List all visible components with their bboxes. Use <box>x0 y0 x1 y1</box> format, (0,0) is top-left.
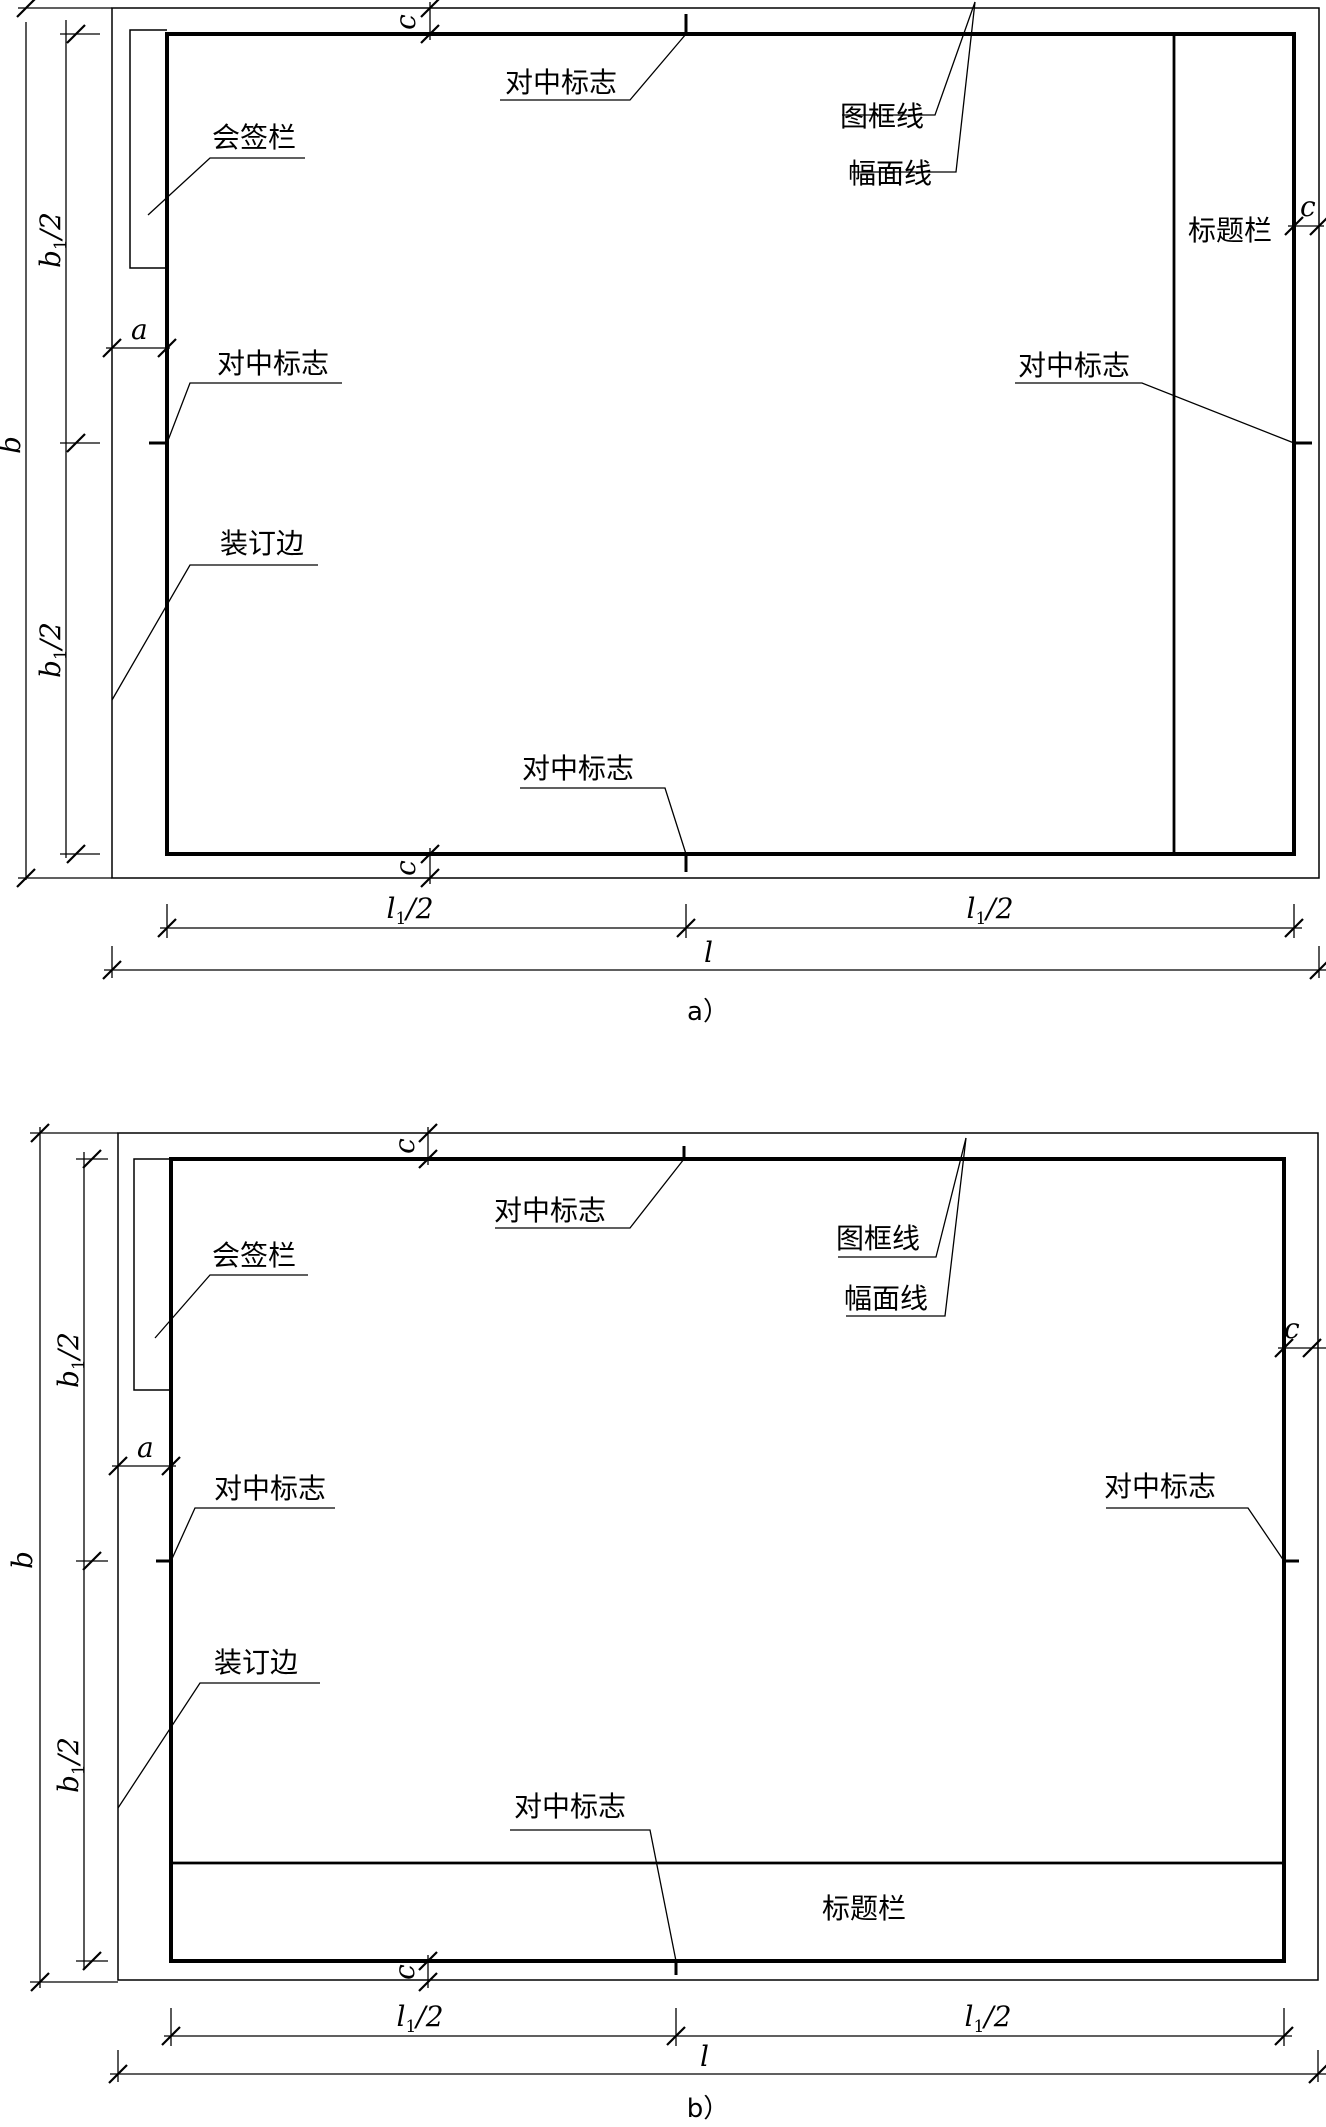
signature-block-b <box>133 1158 171 1391</box>
dim-b1-b <box>76 1148 108 1972</box>
centering-mark-a-left-label: 对中标志 <box>217 347 329 380</box>
dim-b1-b-lower-label: b1/2 <box>52 1737 89 1793</box>
dim-b-a <box>15 0 112 889</box>
centering-mark-a-bottom-label: 对中标志 <box>522 752 634 785</box>
dim-c-b-bottom-label: c <box>388 1964 421 1980</box>
dim-l1-b-left-label: l1/2 <box>396 2000 443 2037</box>
dim-c-a-bottom-label: c <box>389 860 422 876</box>
leaders-b <box>117 1137 1285 1962</box>
title-block-a-label: 标题栏 <box>1188 214 1272 247</box>
dim-l-b <box>107 2050 1326 2085</box>
dim-c-a-right <box>1283 215 1326 237</box>
sheet-edge-b <box>117 1132 1319 1981</box>
dim-c-a-top-label: c <box>389 14 422 30</box>
dim-b1-b-upper-label: b1/2 <box>52 1332 89 1388</box>
dim-b-a-label: b <box>0 436 27 454</box>
dim-c-a-bottom <box>419 843 441 889</box>
leaders-a <box>111 1 1295 855</box>
dim-c-b-bottom <box>417 1950 439 1993</box>
dim-c-a-top <box>419 0 441 45</box>
dim-a-a-label: a <box>131 313 148 346</box>
dim-c-b-right-label: c <box>1284 1312 1300 1345</box>
signature-block-a <box>129 29 167 269</box>
dim-c-a-right-label: c <box>1300 190 1316 223</box>
binding-edge-b-label: 装订边 <box>214 1646 298 1679</box>
dim-a-a <box>101 337 178 359</box>
dim-b-b-label: b <box>6 1551 39 1569</box>
caption-b: b） <box>687 2094 730 2124</box>
dim-a-b <box>107 1455 182 1477</box>
dim-b1-a-lower-label: b1/2 <box>34 622 71 678</box>
dim-b1-a <box>60 20 100 865</box>
title-block-b-label: 标题栏 <box>822 1892 906 1925</box>
frame-line-a <box>165 32 1296 856</box>
caption-a: a） <box>687 997 729 1027</box>
dim-b1-a-upper-label: b1/2 <box>34 212 71 268</box>
centering-mark-a-top-label: 对中标志 <box>505 66 617 99</box>
dim-b-b <box>29 1122 118 1993</box>
dim-c-b-right <box>1273 1337 1326 1359</box>
dim-l1-a <box>156 904 1305 939</box>
centering-mark-b-left-label: 对中标志 <box>214 1472 326 1505</box>
sheet-edge-b-label: 幅面线 <box>844 1282 928 1315</box>
dim-l1-a-left-label: l1/2 <box>386 892 433 929</box>
centering-mark-b-top-label: 对中标志 <box>494 1194 606 1227</box>
centering-mark-a-right-label: 对中标志 <box>1018 349 1130 382</box>
dim-l1-b <box>160 2008 1295 2047</box>
diagram-a <box>15 0 1326 981</box>
dim-c-b-top-label: c <box>388 1138 421 1154</box>
frame-line-b <box>169 1157 1286 1963</box>
sheet-edge-a-label: 幅面线 <box>848 157 932 190</box>
signature-block-a-label: 会签栏 <box>212 121 296 154</box>
dim-l-a-label: l <box>704 936 713 969</box>
signature-block-b-label: 会签栏 <box>212 1239 296 1272</box>
frame-line-b-label: 图框线 <box>836 1222 920 1255</box>
dim-c-b-top <box>417 1122 439 1170</box>
centering-mark-b-bottom-label: 对中标志 <box>514 1790 626 1823</box>
dim-l1-a-right-label: l1/2 <box>966 892 1013 929</box>
binding-edge-a-label: 装订边 <box>220 527 304 560</box>
dim-l1-b-right-label: l1/2 <box>964 2000 1011 2037</box>
dim-l-a <box>101 946 1326 981</box>
labels-a: 对中标志 图框线 幅面线 会签栏 对中标志 装订边 对中标志 对中标志 标题栏 … <box>0 14 1316 1027</box>
centering-mark-b-right-label: 对中标志 <box>1104 1470 1216 1503</box>
diagram-b <box>29 1122 1326 2085</box>
labels-b: 对中标志 图框线 幅面线 会签栏 对中标志 装订边 对中标志 对中标志 标题栏 … <box>6 1138 1300 2124</box>
frame-line-a-label: 图框线 <box>840 100 924 133</box>
dim-l-b-label: l <box>700 2040 709 2073</box>
dim-a-b-label: a <box>137 1431 154 1464</box>
sheet-edge-a <box>111 7 1320 879</box>
